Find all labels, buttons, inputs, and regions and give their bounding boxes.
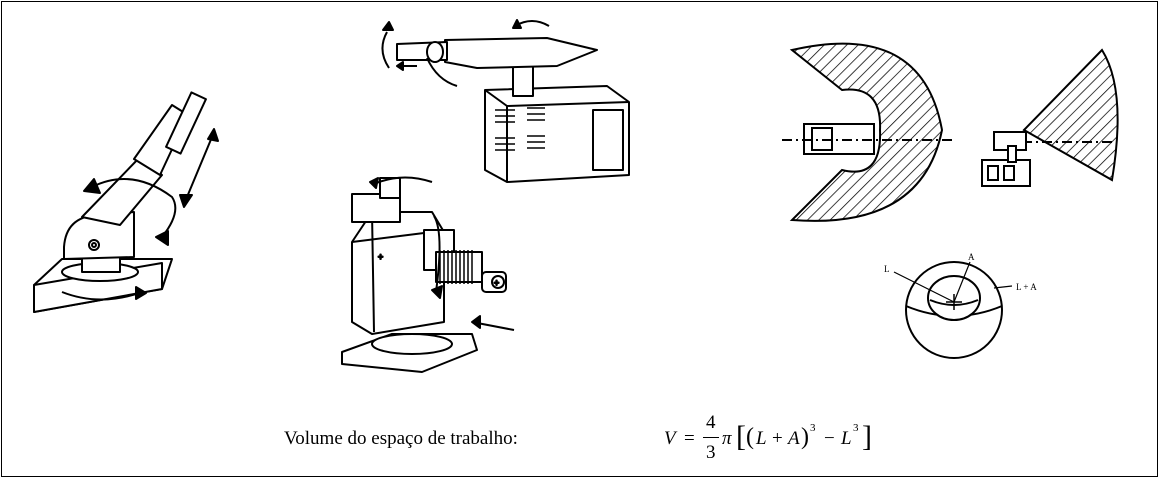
formula-numerator: 4	[706, 412, 716, 433]
label-L: L	[884, 264, 890, 274]
svg-text:+: +	[494, 278, 499, 288]
formula-equals: =	[684, 428, 695, 449]
formula-lbracket: [	[736, 420, 746, 453]
formula-A: A	[788, 428, 800, 449]
spherical-robot-drawing	[33, 91, 219, 313]
formula-rbracket: ]	[862, 420, 872, 453]
label-A: A	[968, 252, 975, 262]
formula-L2: L	[841, 428, 852, 449]
formula-minus: −	[824, 428, 835, 449]
formula-L: L	[756, 428, 767, 449]
formula-rparen: )	[801, 424, 809, 450]
formula-lparen: (	[746, 424, 754, 450]
formula-exp2: 3	[853, 422, 859, 434]
formula-exp1: 3	[810, 422, 816, 434]
label-L-plus-A: L + A	[1016, 282, 1037, 292]
cylindrical-robot-drawing: + +	[341, 176, 515, 373]
mounted-robot-drawing	[381, 19, 630, 183]
svg-text:+: +	[378, 252, 383, 262]
formula-denominator: 3	[706, 442, 716, 463]
formula-prefix: Volume do espaço de trabalho:	[284, 428, 518, 449]
formula-V: V	[664, 428, 676, 449]
sphere-diagram: A L L + A	[884, 252, 1037, 359]
fraction-bar	[703, 437, 719, 438]
formula-math: V = 4 3 π [ ( L + A ) 3 − L 3 ]	[664, 404, 964, 470]
work-envelope-drawing	[782, 42, 1119, 222]
formula-pi: π	[722, 428, 732, 449]
formula-plus: +	[772, 428, 783, 449]
